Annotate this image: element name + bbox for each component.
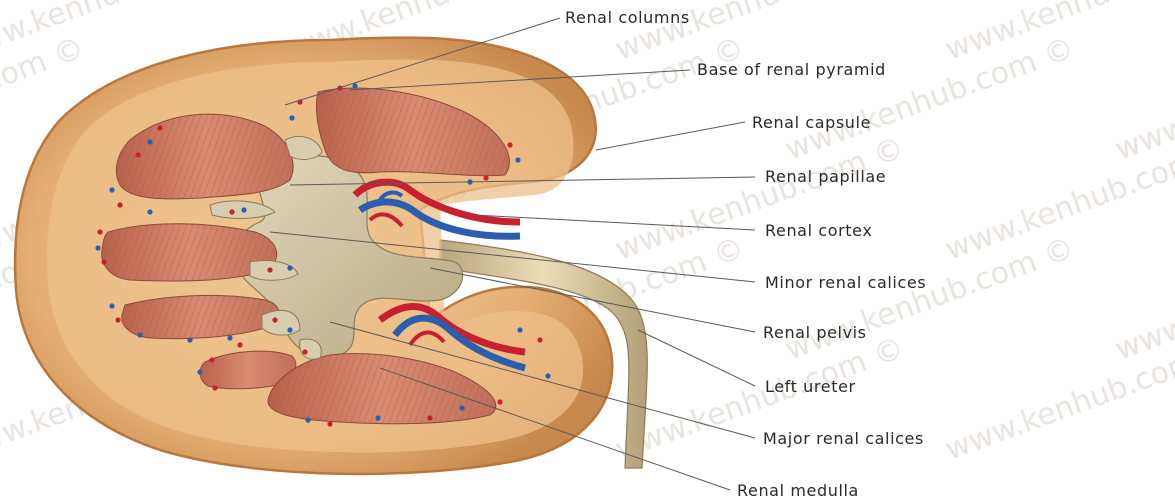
watermark-text: www.kenhub.com © [781, 231, 1079, 368]
vein-dot [187, 337, 192, 342]
artery-dot [115, 317, 120, 322]
artery-dot [537, 337, 542, 342]
artery-dot [427, 415, 432, 420]
leader-left-ureter [638, 330, 755, 386]
vein-dot [227, 335, 232, 340]
vein-dot [241, 207, 246, 212]
label-renal-pelvis: Renal pelvis [763, 323, 867, 342]
artery-dot [209, 357, 214, 362]
vein-dot [147, 209, 152, 214]
artery-dot [101, 259, 106, 264]
vein-dot [545, 373, 550, 378]
vein-dot [375, 415, 380, 420]
artery-dot [267, 267, 272, 272]
artery-dot [97, 229, 102, 234]
vein-dot [95, 245, 100, 250]
artery-dot [135, 152, 140, 157]
vein-dot [305, 417, 310, 422]
artery-dot [272, 317, 277, 322]
vein-dot [352, 83, 357, 88]
leader-renal-capsule [596, 122, 745, 150]
vein-dot [137, 332, 142, 337]
label-renal-columns: Renal columns [565, 8, 690, 27]
vein-dot [197, 369, 202, 374]
label-base-of-renal-pyramid: Base of renal pyramid [697, 60, 886, 79]
artery-dot [327, 421, 332, 426]
label-renal-medulla: Renal medulla [737, 481, 859, 500]
label-minor-renal-calices: Minor renal calices [765, 273, 926, 292]
vein-dot [109, 303, 114, 308]
vein-dot [289, 115, 294, 120]
label-major-renal-calices: Major renal calices [763, 429, 924, 448]
vein-dot [515, 157, 520, 162]
label-renal-cortex: Renal cortex [765, 221, 872, 240]
artery-dot [302, 349, 307, 354]
artery-dot [237, 342, 242, 347]
vein-dot [287, 265, 292, 270]
label-renal-capsule: Renal capsule [752, 113, 871, 132]
vein-dot [459, 405, 464, 410]
artery-dot [117, 202, 122, 207]
watermark-text: www.kenhub.com © [781, 31, 1079, 168]
watermark-text: www.kenhub.com © [1111, 231, 1175, 368]
artery-dot [497, 399, 502, 404]
watermark-text: www.kenhub.com © [1111, 31, 1175, 168]
artery-dot [483, 175, 488, 180]
label-left-ureter: Left ureter [765, 377, 856, 396]
vein-dot [109, 187, 114, 192]
vein-dot [287, 327, 292, 332]
watermark-text: www.kenhub.com © [611, 131, 909, 268]
artery-dot [157, 125, 162, 130]
vein-dot [147, 139, 152, 144]
artery-dot [212, 385, 217, 390]
artery-dot [229, 209, 234, 214]
label-renal-papillae: Renal papillae [765, 167, 886, 186]
vein-dot [517, 327, 522, 332]
artery-dot [507, 142, 512, 147]
